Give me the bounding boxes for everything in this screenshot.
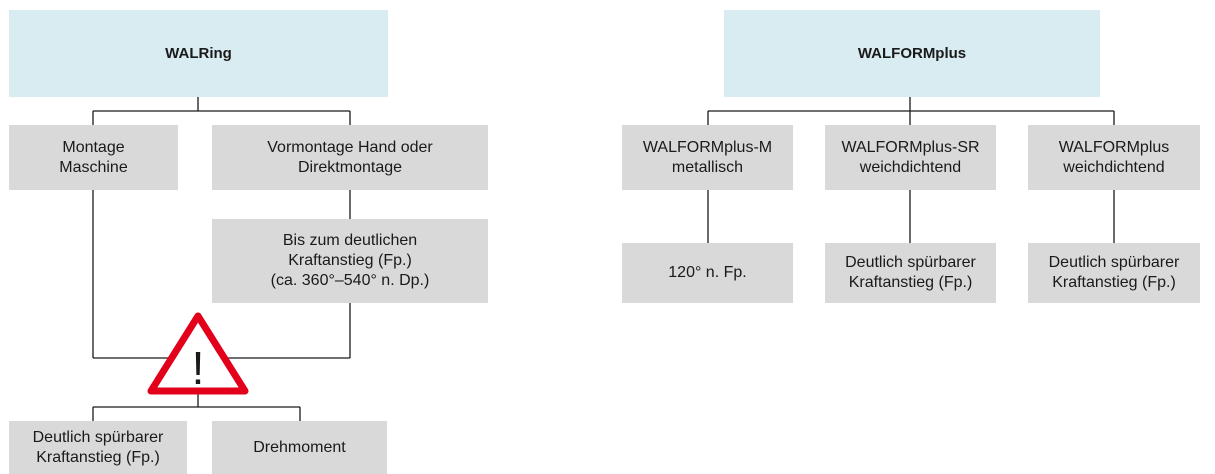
deutlich-spuerbarer-box: Deutlich spürbarer Kraftanstieg (Fp.) (9, 421, 187, 474)
warning-symbol: ! (192, 342, 205, 394)
walformplus-weichdichtend-box: WALFORMplus weichdichtend (1028, 125, 1200, 190)
bis-zum-kraftanstieg-box: Bis zum deutlichen Kraftanstieg (Fp.) (c… (212, 219, 488, 303)
montage-maschine-box: Montage Maschine (9, 125, 178, 190)
vormontage-box: Vormontage Hand oder Direktmontage (212, 125, 488, 190)
col1-bottom-box: 120° n. Fp. (622, 243, 793, 303)
walformplus-m-box: WALFORMplus-M metallisch (622, 125, 793, 190)
walformplus-header: WALFORMplus (724, 10, 1100, 97)
col3-bottom-box: Deutlich spürbarer Kraftanstieg (Fp.) (1028, 243, 1200, 303)
col2-bottom-box: Deutlich spürbarer Kraftanstieg (Fp.) (825, 243, 996, 303)
walring-header: WALRing (9, 10, 388, 97)
walformplus-sr-box: WALFORMplus-SR weichdichtend (825, 125, 996, 190)
warning-icon: ! (147, 312, 249, 395)
drehmoment-box: Drehmoment (212, 421, 387, 474)
